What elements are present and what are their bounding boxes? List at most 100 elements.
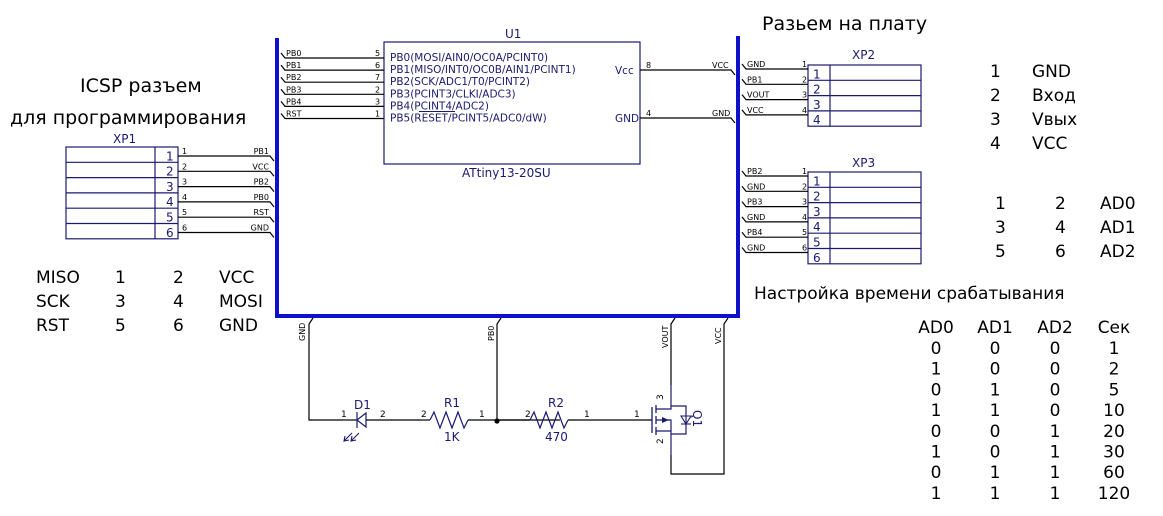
u1-pin-wire <box>280 52 384 59</box>
d1-pin1: 1 <box>341 410 347 420</box>
icsp-table-cell: VCC <box>219 268 254 288</box>
xp3-pin-number: 4 <box>802 213 807 222</box>
timing-table-cell: 0 <box>990 360 1001 380</box>
q1-ref: Q1 <box>690 410 704 427</box>
u1-pin-number: 1 <box>375 110 380 119</box>
xp3-pin-wire <box>741 231 808 238</box>
xp3-cell-number: 6 <box>813 251 821 265</box>
vout-wire <box>670 317 676 385</box>
xp2-pin-net-label: VOUT <box>747 91 769 100</box>
xp1-cell-number: 4 <box>166 195 174 209</box>
xp2-cell-number: 4 <box>813 113 821 127</box>
u1-pin-name: PB5(RESET/PCINT5/ADC0/dW) <box>390 113 547 125</box>
timing-table-cell: 0 <box>990 443 1001 463</box>
icsp-table-cell: GND <box>219 316 258 336</box>
xp1-pin-net-label: VCC <box>252 162 269 171</box>
bus-line <box>275 36 740 318</box>
timing-table-header: AD1 <box>977 318 1013 338</box>
xp2-cell-number: 3 <box>813 98 821 112</box>
xp3-cell-number: 3 <box>813 205 821 219</box>
xp2-pin-wire <box>741 109 808 116</box>
timing-table-cell: 1 <box>1050 484 1061 504</box>
u1-pin-net-label: GND <box>712 109 730 118</box>
timing-table-cell: 1 <box>931 401 942 421</box>
bottom-circuit: GND PB0 D1 1 2 R1 1K 2 1 R2 470 2 1 <box>298 317 729 475</box>
xp2-pin-number: 4 <box>802 106 807 115</box>
u1-pin-name: PB2(SCK/ADC1/T0/PCINT2) <box>390 76 530 88</box>
xp2-table-cell: 4 <box>990 134 1001 154</box>
timing-table-cell: 0 <box>990 422 1001 442</box>
xp1-pin-wire <box>178 170 275 177</box>
xp2-pin-number: 2 <box>802 75 807 84</box>
xp1-ref: XP1 <box>113 132 136 146</box>
u1-pin-number: 5 <box>375 49 380 58</box>
timing-table-cell: 0 <box>1050 339 1061 359</box>
xp3-table-cell: 4 <box>1055 218 1066 238</box>
xp1-pin-number: 5 <box>182 208 187 217</box>
u1-pin-wire <box>280 101 384 107</box>
xp2-pin-wire <box>741 78 808 85</box>
icsp-table-cell: SCK <box>36 292 71 312</box>
xp1-cell-number: 6 <box>166 226 174 240</box>
xp3-pin-number: 1 <box>802 167 807 176</box>
u1-pin-name: PB4(PCINT4/ADC2) <box>390 100 489 112</box>
u1-pin-name: PB0(MOSI/AIN0/OC0A/PCINT0) <box>390 52 548 64</box>
xp2-pin-net-label: GND <box>747 60 765 69</box>
u1-pin-number: 2 <box>375 85 380 94</box>
r2-ref: R2 <box>548 396 564 410</box>
timing-table-cell: 10 <box>1103 401 1125 421</box>
xp3-table-cell: AD0 <box>1100 194 1136 214</box>
xp3-table-cell: 1 <box>995 194 1006 214</box>
xp3-pin-number: 5 <box>802 228 807 237</box>
timing-table-cell: 0 <box>1050 360 1061 380</box>
icsp-table-cell: 3 <box>115 292 126 312</box>
xp3-pin-wire <box>741 216 808 223</box>
xp3-table-cell: AD2 <box>1100 242 1136 262</box>
xp2-cell-number: 1 <box>813 67 821 81</box>
xp1-pin-wire <box>178 231 275 238</box>
xp2-table-cell: GND <box>1032 62 1071 82</box>
timing-table-cell: 5 <box>1109 380 1120 400</box>
u1-pin-net-label: RST <box>286 110 302 119</box>
u1-pin-wire <box>640 117 736 124</box>
xp2-table-cell: Вход <box>1032 86 1076 106</box>
timing-table-cell: 1 <box>990 380 1001 400</box>
timing-table-header: Сек <box>1098 318 1131 338</box>
xp1-pin-net-label: PB0 <box>254 193 269 202</box>
net-label-pb0: PB0 <box>487 326 496 341</box>
timing-table-cell: 1 <box>1050 422 1061 442</box>
xp3-pin-net-label: GND <box>747 244 765 253</box>
xp1-pin-wire <box>178 186 275 192</box>
xp3-table-cell: 6 <box>1055 242 1066 262</box>
q1-mosfet-icon <box>651 385 692 455</box>
u1-pin-net-label: VCC <box>712 61 729 70</box>
u1-pin-net-label: PB3 <box>286 85 301 94</box>
u1-pin-wire <box>280 64 384 71</box>
timing-table-header: AD2 <box>1037 318 1073 338</box>
timing-table-cell: 1 <box>990 484 1001 504</box>
xp1-pin-net-label: GND <box>251 224 269 233</box>
xp1-pin-number: 2 <box>182 162 187 171</box>
r1-ref: R1 <box>444 396 460 410</box>
xp3-pin-net-label: GND <box>747 182 765 191</box>
xp3-pin-wire <box>741 247 808 254</box>
u1-ref: U1 <box>505 27 521 41</box>
u1-pin-net-label: PB2 <box>286 73 301 82</box>
r2-pin1: 1 <box>584 410 590 420</box>
xp3-ref: XP3 <box>852 156 875 170</box>
u1-pin-number: 8 <box>646 61 651 70</box>
timing-table-cell: 120 <box>1098 484 1130 504</box>
u1-body <box>383 41 641 165</box>
xp2-pin-net-label: VCC <box>747 106 764 115</box>
q1-drain-pin: 3 <box>656 394 666 400</box>
r1-pin2: 2 <box>421 410 427 420</box>
timing-table-cell: 1 <box>931 360 942 380</box>
icsp-table-cell: 5 <box>115 316 126 336</box>
xp3-pin-number: 3 <box>802 198 807 207</box>
